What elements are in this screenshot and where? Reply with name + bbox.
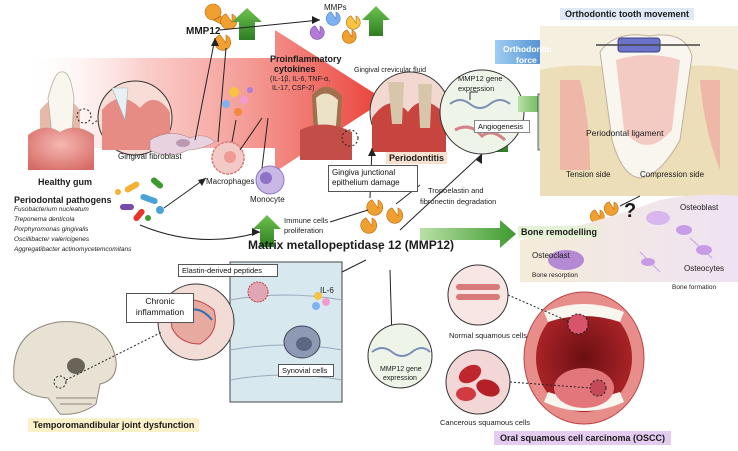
chronic-line-1: Chronic xyxy=(145,296,175,306)
gingiva-damage-line-1: Gingiva junctional xyxy=(332,168,396,177)
tension-side-label: Tension side xyxy=(566,170,611,179)
immune-line-1: Immune cells xyxy=(284,216,329,225)
gingival-fluid-label: Gingival crevicular fluid xyxy=(354,67,426,74)
monocyte-cell xyxy=(255,165,285,195)
gene-expression-circle-lower xyxy=(367,323,433,389)
bacteria-cluster xyxy=(115,177,164,222)
pathogen-item: Treponema denticola xyxy=(14,216,75,223)
synovial-cells-box: Synovial cells xyxy=(278,364,334,377)
cancerous-squamous-circle xyxy=(445,349,591,415)
cytokine-list-line-1: (IL-1β, IL-6, TNF-α, xyxy=(270,76,331,83)
cytokine-list-line-2: IL-17, CSF-2) xyxy=(272,85,315,92)
oscc-label: Oral squamous cell carcinoma (OSCC) xyxy=(494,431,672,445)
chronic-line-2: inflammation xyxy=(135,307,185,317)
periodontal-ligament-label: Periodontal ligament xyxy=(586,128,664,138)
periodontitis-tooth xyxy=(300,86,359,160)
tropoelastin-line-1: Tropoelastin and xyxy=(428,186,484,195)
immune-line-2: proliferation xyxy=(284,226,324,235)
il6-label: IL-6 xyxy=(320,286,334,295)
mmp12-gene-lower-line-1: MMP12 gene xyxy=(380,366,422,373)
macrophage-cell xyxy=(211,141,245,175)
mmps-label: MMPs xyxy=(324,3,347,12)
cancerous-squamous-label: Cancerous squamous cells xyxy=(440,418,531,427)
gingiva-damage-box: Gingiva junctional epithelium damage xyxy=(328,165,418,192)
skull-illustration xyxy=(13,321,163,415)
tropoelastin-line-2: fibronectin degradation xyxy=(420,197,497,206)
cytokines-label: cytokines xyxy=(274,64,316,74)
mmp12-gene-upper-line-1: MMP12 gene xyxy=(458,74,503,83)
mmp12-label-top: MMP12 xyxy=(186,26,221,37)
gingiva-zoom-circle xyxy=(91,80,173,156)
pathogen-item: Porphyromonas gingivalis xyxy=(14,226,89,233)
healthy-tooth-illustration xyxy=(28,71,94,170)
elastin-peptides-box: Elastin-derived peptides xyxy=(178,264,278,277)
bone-remodelling-scene xyxy=(520,194,738,282)
pathogens-heading: Periodontal pathogens xyxy=(14,195,112,205)
gene-expression-circle-upper xyxy=(439,69,525,155)
cytokine-bubbles xyxy=(222,87,253,116)
gingiva-damage-line-2: epithelium damage xyxy=(332,178,400,187)
bone-formation-label: Bone formation xyxy=(672,284,717,291)
mmp12-gene-lower-line-2: expression xyxy=(383,375,417,382)
healthy-gum-label: Healthy gum xyxy=(38,177,93,187)
monocyte-label: Monocyte xyxy=(250,195,285,204)
macrophages-label: Macrophages xyxy=(206,177,255,186)
orthodontic-force-line-1: Orthodontic xyxy=(503,44,552,54)
pathogen-item: Aggregatibacter actinomycetemcomitans xyxy=(14,246,132,253)
osteoclast-label: Osteoclast xyxy=(532,251,570,260)
mouth-illustration xyxy=(523,291,645,425)
bone-resorption-label: Bone resorption xyxy=(532,272,578,279)
question-mark: ? xyxy=(624,200,637,222)
osteocytes-label: Osteocytes xyxy=(684,264,725,273)
orthodontic-title: Orthodontic tooth movement xyxy=(560,8,694,20)
bone-remodelling-label: Bone remodelling xyxy=(518,226,601,238)
normal-squamous-label: Normal squamous cells xyxy=(449,331,527,340)
tmj-label: Temporomandibular joint dysfunction xyxy=(28,418,200,432)
normal-squamous-circle xyxy=(447,264,571,326)
compression-side-label: Compression side xyxy=(640,170,705,179)
orthodontic-tooth-illustration xyxy=(540,26,738,196)
periodontitis-label: Periodontitis xyxy=(386,152,448,164)
periodontitis-zoom-circle xyxy=(369,71,451,153)
central-title: Matrix metallopeptidase 12 (MMP12) xyxy=(248,238,455,252)
tmj-synovial-panel xyxy=(229,261,343,403)
mmp12-gene-upper-line-2: expression xyxy=(458,84,495,93)
orthodontic-force-line-2: force xyxy=(516,55,537,65)
gingival-fibroblast-label: Gingival fibroblast xyxy=(118,152,182,161)
proinflammatory-label: Proinflammatory xyxy=(270,54,342,64)
pathogen-item: Oscillibacter valericigenes xyxy=(14,236,90,243)
chronic-inflammation-box: Chronic inflammation xyxy=(126,293,194,323)
fibroblast-cell xyxy=(149,133,216,156)
pathogens-list: Periodontal pathogens Fusobacterium nucl… xyxy=(14,195,131,255)
angiogenesis-box: Angiogenesis xyxy=(474,120,530,133)
bone-remodelling-arrow xyxy=(420,220,516,248)
pathogen-item: Fusobacterium nucleatum xyxy=(14,206,89,213)
osteoblast-label: Osteoblast xyxy=(680,203,719,212)
